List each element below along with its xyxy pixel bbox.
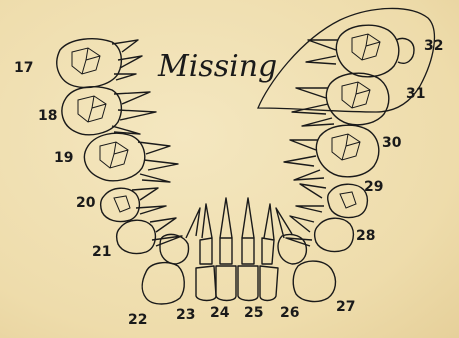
tooth-24 <box>216 198 236 301</box>
tooth-21 <box>117 218 182 254</box>
label-23: 23 <box>176 307 195 323</box>
tooth-31 <box>292 73 389 126</box>
label-21: 21 <box>92 244 111 260</box>
tooth-30 <box>284 125 379 180</box>
label-26: 26 <box>280 305 299 321</box>
label-29: 29 <box>364 179 383 195</box>
label-32: 32 <box>424 38 443 54</box>
label-31: 31 <box>406 86 425 102</box>
tooth-18 <box>62 87 156 135</box>
label-25: 25 <box>244 305 263 321</box>
label-27: 27 <box>336 299 355 315</box>
tooth-28 <box>286 216 353 252</box>
label-17: 17 <box>14 60 33 76</box>
label-28: 28 <box>356 228 375 244</box>
tooth-26 <box>260 204 278 301</box>
tooth-17 <box>57 39 142 88</box>
tooth-20 <box>101 188 166 222</box>
tooth-27 <box>276 208 335 301</box>
label-20: 20 <box>76 195 96 211</box>
tooth-19 <box>84 133 178 182</box>
missing-annotation: Missing <box>157 49 277 84</box>
tooth-25 <box>238 198 258 301</box>
label-22: 22 <box>128 312 147 328</box>
label-24: 24 <box>210 305 230 321</box>
tooth-32 <box>306 25 414 77</box>
label-18: 18 <box>38 108 57 124</box>
label-30: 30 <box>382 135 402 151</box>
tooth-29 <box>296 184 367 218</box>
label-19: 19 <box>54 150 73 166</box>
